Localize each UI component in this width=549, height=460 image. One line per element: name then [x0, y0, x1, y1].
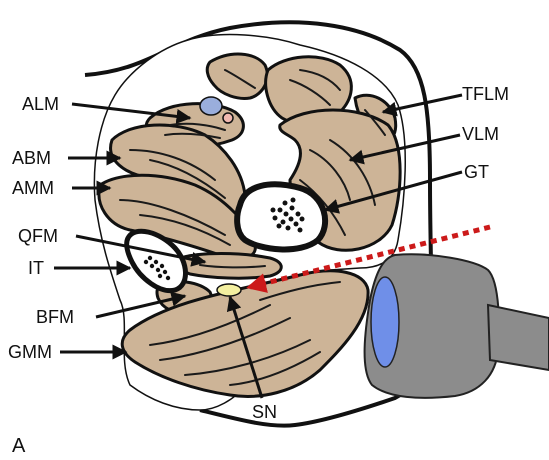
label-sn: SN [252, 402, 277, 422]
label-alm: ALM [22, 94, 59, 114]
label-vlm: VLM [462, 124, 499, 144]
label-gmm: GMM [8, 342, 52, 362]
label-qfm: QFM [18, 226, 58, 246]
label-tflm: TFLM [462, 84, 509, 104]
label-abm: ABM [12, 148, 51, 168]
femur-bone [237, 184, 325, 249]
panel-label: A [12, 435, 26, 457]
femoral-artery [223, 113, 233, 123]
ultrasound-probe-icon [365, 254, 549, 397]
femoral-vein [200, 97, 222, 115]
sciatic-nerve [217, 284, 241, 296]
label-gt: GT [464, 162, 489, 182]
label-amm: AMM [12, 178, 54, 198]
label-bfm: BFM [36, 307, 74, 327]
label-it: IT [28, 258, 44, 278]
